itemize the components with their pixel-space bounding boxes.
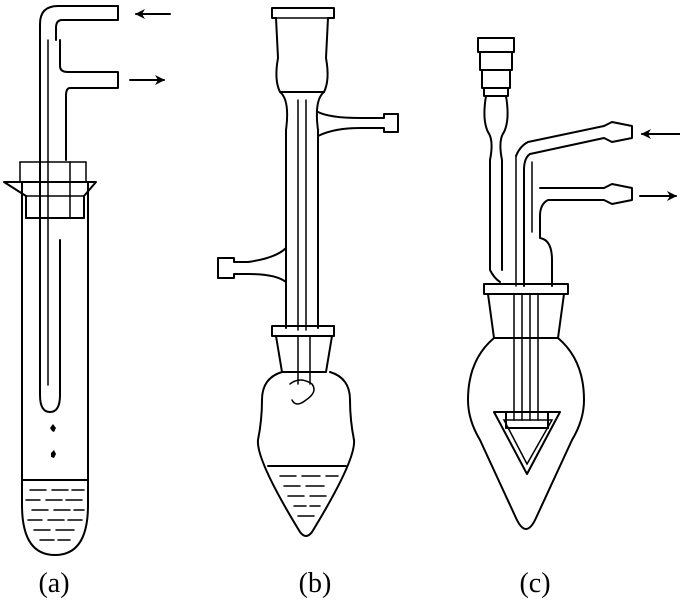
stopper-b [275, 335, 333, 373]
top-joint-c [477, 37, 515, 97]
apparatus-a [3, 5, 171, 556]
panel-label-a: (a) [38, 568, 70, 599]
top-joint-b [271, 7, 335, 93]
liquid-a [21, 479, 89, 541]
pear-flask-c [467, 337, 585, 530]
side-arm-lower-b [217, 247, 287, 283]
stopper-a [3, 161, 97, 219]
outlet-tube-a [59, 59, 119, 161]
crystal-particle [51, 450, 56, 458]
stopper-c [483, 283, 569, 339]
apparatus-b [217, 7, 399, 537]
side-arm-upper-b [317, 111, 399, 137]
panel-label-b: (b) [298, 568, 332, 599]
inlet-tube-a [39, 5, 119, 41]
cold-finger-a [39, 39, 61, 413]
apparatus-c [467, 37, 680, 530]
liquid-b [267, 465, 347, 517]
collection-cone-c [493, 411, 561, 475]
pear-flask-b [256, 371, 356, 537]
condenser-jacket-b [279, 91, 325, 329]
test-tube-a [21, 181, 89, 556]
cold-finger-c [515, 121, 633, 287]
crystal-particle [50, 424, 56, 432]
panel-label-c: (c) [519, 568, 551, 599]
